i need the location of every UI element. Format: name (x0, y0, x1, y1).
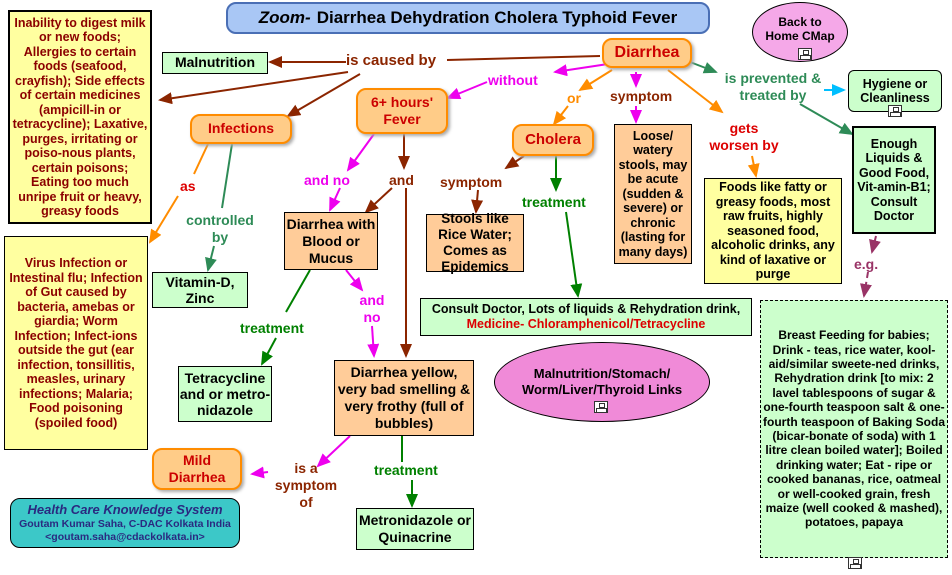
node-enough-liquids: Enough Liquids & Good Food, Vit-amin-B1;… (852, 126, 936, 234)
back-home-label: Back to Home CMap (765, 15, 835, 43)
label-treatment-cholera: treatment (522, 194, 586, 210)
node-infections: Infections (190, 114, 292, 144)
credit-line3: <goutam.saha@cdackolkata.in> (45, 530, 205, 543)
node-cholera: Cholera (512, 124, 594, 156)
node-fever: 6+ hours' Fever (356, 88, 448, 134)
label-or: or (567, 90, 581, 106)
label-and-1: and (389, 172, 414, 188)
cmap-link-icon[interactable] (798, 48, 812, 60)
label-is-symptom-of: is a symptom of (274, 460, 338, 510)
label-symptom-cholera: symptom (440, 174, 503, 190)
node-consult-doctor: Consult Doctor, Lots of liquids & Rehydr… (420, 298, 752, 336)
node-blood-mucus: Diarrhea with Blood or Mucus (284, 212, 378, 270)
credit-box: Health Care Knowledge System Goutam Kuma… (10, 498, 240, 548)
node-diarrhea: Diarrhea (602, 38, 692, 68)
label-symptom-top: symptom (610, 88, 673, 104)
label-as: as (180, 178, 196, 194)
label-controlled-by: controlled by (186, 212, 254, 245)
page-title: Zoom- Diarrhea Dehydration Cholera Typho… (226, 2, 710, 34)
node-vitamin: Vitamin-D, Zinc (152, 272, 248, 308)
label-prevented: is prevented & treated by (724, 70, 822, 103)
cmap-link-icon[interactable] (848, 557, 862, 569)
label-gets-worse: gets worsen by (709, 120, 779, 153)
cmap-link-icon[interactable] (594, 401, 608, 413)
label-and-no-1: and no (304, 172, 350, 188)
label-treatment-blood: treatment (240, 320, 304, 336)
title-text: Diarrhea Dehydration Cholera Typhoid Fev… (316, 8, 678, 28)
node-stools-rice: Stools like Rice Water; Comes as Epidemi… (426, 211, 524, 274)
node-virus: Virus Infection or Intestinal flu; Infec… (4, 236, 148, 450)
label-without: without (488, 72, 538, 88)
label-treatment-yellow: treatment (374, 462, 438, 478)
credit-line2: Goutam Kumar Saha, C-DAC Kolkata India (19, 517, 231, 530)
node-hygiene: Hygiene or Cleanliness (848, 70, 942, 112)
credit-line1: Health Care Knowledge System (27, 502, 223, 518)
label-caused-by: is caused by (346, 52, 437, 69)
node-breast-feeding: Breast Feeding for babies; Drink - teas,… (760, 300, 948, 558)
node-foods-worse: Foods like fatty or greasy foods, most r… (704, 178, 842, 284)
node-malnutrition: Malnutrition (162, 52, 268, 74)
node-tetracycline: Tetracycline and or metro-nidazole (178, 366, 272, 422)
node-loose-stools: Loose/ watery stools, may be acute (sudd… (614, 124, 692, 264)
node-yellow-frothy: Diarrhea yellow, very bad smelling & ver… (334, 360, 474, 436)
cmap-link-icon[interactable] (888, 105, 902, 117)
node-metronidazole: Metronidazole or Quinacrine (356, 508, 474, 550)
label-eg: e.g. (854, 256, 879, 272)
node-inability: Inability to digest milk or new foods; A… (8, 10, 152, 224)
title-zoom: Zoom- (258, 8, 311, 28)
node-mild: Mild Diarrhea (152, 448, 242, 490)
label-and-no-2: and no (359, 292, 385, 325)
